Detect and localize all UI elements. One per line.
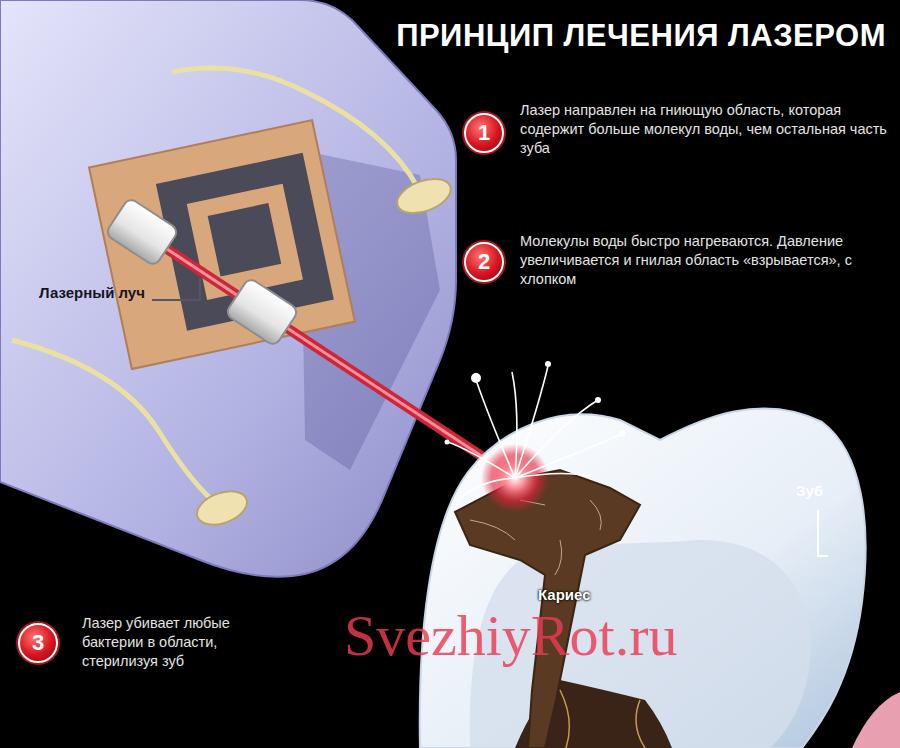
debris-trail: [512, 372, 517, 478]
label-box: Лазерный луч: [36, 283, 148, 303]
label-box: Кариес: [538, 585, 628, 605]
gum: [852, 692, 900, 748]
laser-block: [89, 120, 355, 369]
tooth-crown: [420, 408, 866, 748]
callout-text: Молекулы воды быстро нагреваются. Давлен…: [520, 232, 896, 289]
debris-trail: [515, 473, 590, 478]
title-text: ПРИНЦИП ЛЕЧЕНИЯ ЛАЗЕРОМ: [230, 18, 886, 54]
part-label: Зуб: [796, 481, 866, 501]
debris-trail: [476, 380, 515, 478]
cylinder-body: [225, 277, 299, 347]
wire-knob: [393, 172, 456, 219]
wire: [172, 68, 418, 188]
label-box: Лазер убивает любые бактерии в области, …: [82, 614, 282, 671]
cylinder-body: [105, 197, 179, 267]
debris-trail: [515, 366, 548, 478]
callout-number: 1: [478, 122, 490, 144]
label-box: Молекулы воды быстро нагреваются. Давлен…: [520, 232, 896, 289]
callout-circle: 3: [18, 623, 58, 663]
callout-circle: 1: [464, 113, 504, 153]
debris-dot: [545, 361, 551, 367]
leader-line: [152, 278, 200, 300]
part-label: Кариес: [538, 585, 628, 605]
callout-text: Лазер направлен на гниющую область, кото…: [520, 101, 896, 158]
laser-cylinder: [225, 277, 299, 347]
debris-trail: [515, 400, 598, 478]
debris-dots: [445, 361, 626, 445]
part-label: Лазерный луч: [36, 283, 148, 303]
debris-dot: [595, 397, 601, 403]
watermark: SvezhiyRot.ru: [344, 604, 884, 668]
callout-number: 3: [32, 632, 44, 654]
callout-number: 2: [478, 251, 490, 273]
wire-knob: [192, 485, 251, 531]
laser-beam: [135, 228, 515, 478]
debris-dot: [471, 373, 481, 383]
debris-trail: [458, 478, 515, 500]
debris-trail: [515, 434, 622, 478]
laser-core: [208, 203, 282, 277]
wire: [12, 340, 212, 500]
callout-text: Лазер убивает любые бактерии в области, …: [82, 614, 282, 671]
laser-plate: [89, 120, 355, 369]
callout-circle: 2: [464, 242, 504, 282]
label-box: Лазер направлен на гниющую область, кото…: [520, 101, 896, 158]
title-box: ПРИНЦИП ЛЕЧЕНИЯ ЛАЗЕРОМ: [230, 18, 886, 54]
caries-cracks: [470, 500, 601, 575]
tooth-bracket: [818, 510, 828, 556]
laser-cylinder: [105, 197, 179, 267]
laser-beam-core: [135, 228, 515, 478]
label-box: Зуб: [796, 481, 866, 501]
debris-dot: [445, 440, 450, 445]
debris-trail: [448, 442, 515, 478]
root-canal: [560, 690, 645, 748]
debris-dot: [619, 431, 625, 437]
explosion-debris: [448, 366, 622, 500]
label-box: SvezhiyRot.ru: [344, 604, 884, 668]
